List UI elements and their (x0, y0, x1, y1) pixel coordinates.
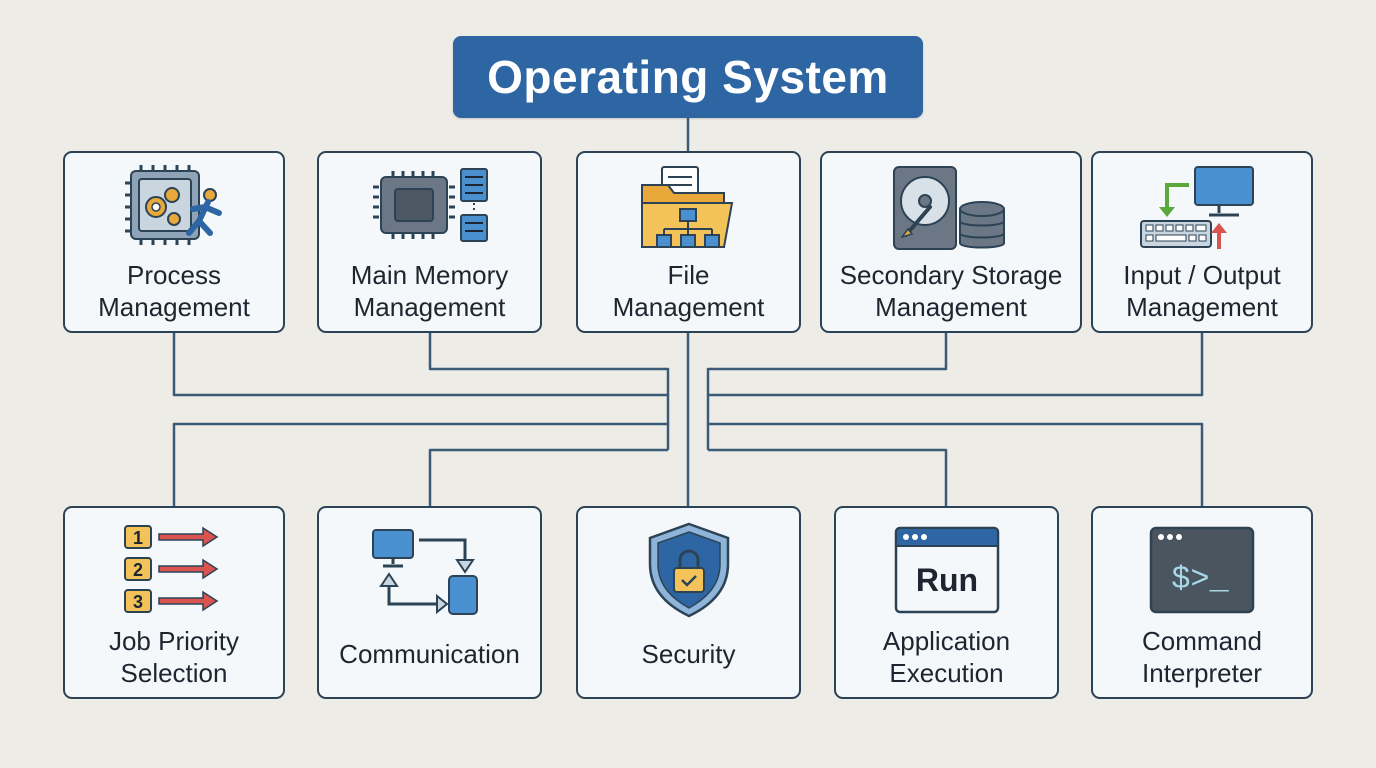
label-memory-line2: Management (353, 292, 506, 322)
label-storage-line2: Management (875, 292, 1027, 322)
label-memory-line1: Main Memory (350, 260, 509, 290)
badge-1: 1 (133, 528, 143, 548)
connector-application (708, 448, 948, 507)
run-window-icon: Run (894, 526, 999, 614)
connector-io (708, 332, 1204, 397)
shield-lock-icon (648, 522, 729, 618)
label-job-line2: Selection (120, 658, 228, 688)
node-application-execution: Run Application Execution (834, 506, 1059, 699)
prompt-text: $>_ (1171, 561, 1229, 598)
folder-hierarchy-icon (640, 166, 733, 248)
node-secondary-storage-management: Secondary Storage Management (820, 151, 1082, 333)
connector-job (172, 422, 668, 507)
title: Operating System (487, 51, 889, 103)
label-communication: Communication (339, 639, 520, 669)
label-application-line2: Execution (889, 658, 1004, 688)
label-io-line1: Input / Output (1123, 260, 1281, 290)
label-application-line1: Application (882, 626, 1011, 656)
label-storage-line1: Secondary Storage (839, 260, 1063, 290)
node-io-management: Input / Output Management (1091, 151, 1313, 333)
connector-communication (428, 448, 668, 507)
connector-command (708, 422, 1204, 507)
title-box: Operating System (453, 36, 923, 118)
memory-chip-icon (372, 168, 488, 242)
label-file-line1: File (667, 260, 710, 290)
label-process-line2: Management (98, 292, 250, 322)
priority-list-icon: 1 2 3 (124, 525, 219, 613)
node-file-management: File Management (576, 151, 801, 333)
node-communication: Communication (317, 506, 542, 699)
badge-3: 3 (133, 592, 143, 612)
node-command-interpreter: $>_ Command Interpreter (1091, 506, 1313, 699)
cpu-gears-runner-icon (125, 165, 222, 245)
keyboard-monitor-icon (1140, 166, 1254, 249)
label-job-line1: Job Priority (108, 626, 240, 656)
label-security: Security (641, 639, 736, 669)
label-command-line1: Command (1142, 626, 1262, 656)
label-command-line2: Interpreter (1142, 658, 1262, 688)
label-process-line1: Process (127, 260, 221, 290)
badge-2: 2 (133, 560, 143, 580)
devices-exchange-icon (371, 529, 478, 615)
connector-process (172, 332, 668, 397)
label-file-line2: Management (612, 292, 765, 322)
node-job-priority-selection: 1 2 3 Job Priority Selection (63, 506, 285, 699)
label-io-line2: Management (1126, 292, 1278, 322)
run-label: Run (915, 562, 977, 598)
hard-disk-database-icon (893, 166, 1005, 250)
node-security: Security (576, 506, 801, 699)
node-main-memory-management: Main Memory Management (317, 151, 542, 333)
node-process-management: Process Management (63, 151, 285, 333)
connector-storage (706, 332, 948, 450)
connector-memory (428, 332, 670, 450)
terminal-icon: $>_ (1149, 526, 1255, 614)
